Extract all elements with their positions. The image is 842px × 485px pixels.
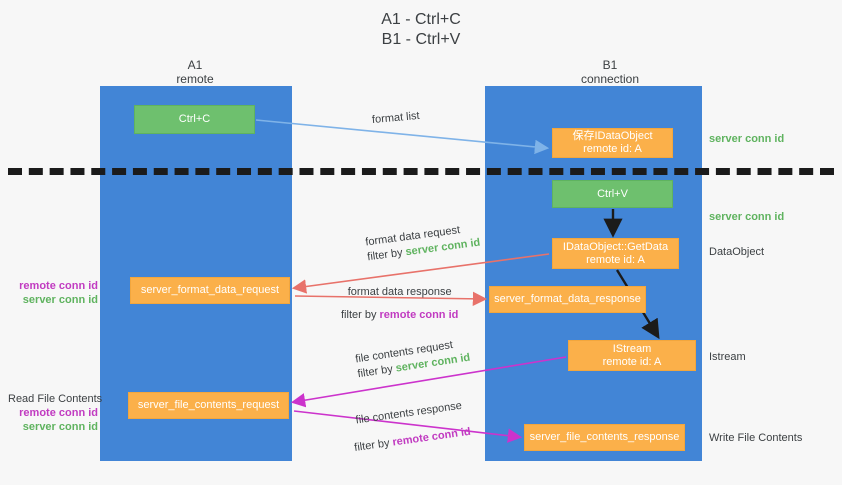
node-save-idataobject[interactable]: 保存IDataObject remote id: A <box>552 128 673 158</box>
label-read-file-contents: Read File Contents <box>8 393 103 405</box>
annotation-filter-prefix-1: filter by <box>366 246 407 264</box>
label-remote-conn-id-1: remote conn id <box>19 280 98 292</box>
annotation-filter-value-2: remote conn id <box>379 309 459 321</box>
label-server-conn-id-2: server conn id <box>22 421 98 433</box>
node-ctrl-c-line1: Ctrl+C <box>178 113 211 125</box>
title-line-1: A1 - Ctrl+C <box>381 11 461 28</box>
arrow-format-data-response <box>294 291 488 307</box>
label-server-conn-id-mid: server conn id <box>709 211 785 223</box>
annotation-format-data-response: format data response filter by remote co… <box>341 285 458 323</box>
node-file-contents-response-label: server_file_contents_response <box>529 431 680 443</box>
lane-header-a1: A1 remote <box>125 58 265 86</box>
label-conn-ids-file: Read File Contents remote conn id server… <box>8 392 103 434</box>
node-ctrl-v-line1: Ctrl+V <box>597 187 628 200</box>
node-idataobject-getdata[interactable]: IDataObject::GetData remote id: A <box>552 238 679 269</box>
node-server-format-data-response[interactable]: server_format_data_response <box>489 286 646 313</box>
node-save-idataobject-line2: remote id: A <box>583 143 642 155</box>
label-remote-conn-id-2: remote conn id <box>19 407 98 419</box>
title-line-2: B1 - Ctrl+V <box>381 31 461 48</box>
annotation-format-data-response-text: format data response <box>347 286 452 298</box>
annotation-filter-prefix-4: filter by <box>353 436 394 454</box>
node-ctrl-c[interactable]: Ctrl+C <box>134 105 255 134</box>
label-conn-ids-format: remote conn id server conn id <box>8 279 98 307</box>
node-server-format-data-request[interactable]: server_format_data_request <box>130 277 290 304</box>
node-istream-line1: IStream <box>612 342 652 355</box>
annotation-format-list-text: format list <box>371 109 421 127</box>
label-istream: Istream <box>709 351 746 363</box>
node-server-file-contents-response[interactable]: server_file_contents_response <box>524 424 685 451</box>
node-ctrl-v[interactable]: Ctrl+V <box>552 180 673 208</box>
node-istream[interactable]: IStream remote id: A <box>568 340 696 371</box>
lane-a1-sub: remote <box>176 72 214 86</box>
node-format-data-request-label: server_format_data_request <box>140 284 280 296</box>
page-title: A1 - Ctrl+C B1 - Ctrl+V <box>0 10 842 50</box>
phase-divider <box>8 168 834 175</box>
label-dataobject: DataObject <box>709 246 765 258</box>
node-getdata-line2: remote id: A <box>586 253 645 266</box>
arrow-file-contents-response <box>293 410 523 443</box>
arrow-format-data-request <box>291 253 550 294</box>
lane-a1-name: A1 <box>187 58 203 72</box>
node-server-file-contents-request[interactable]: server_file_contents_request <box>128 392 289 419</box>
node-istream-line2: remote id: A <box>602 355 662 368</box>
arrow-file-contents-request <box>290 356 567 408</box>
node-getdata-line1: IDataObject::GetData <box>562 240 669 253</box>
annotation-filter-prefix-2: filter by <box>341 309 380 321</box>
node-format-data-response-label: server_format_data_response <box>494 293 641 305</box>
lane-b1-name: B1 <box>602 58 618 72</box>
arrow-format-list <box>255 119 550 155</box>
label-server-conn-id-top: server conn id <box>709 133 785 145</box>
annotation-format-data-response-filter: filter by remote conn id <box>341 308 458 323</box>
label-server-conn-id-1: server conn id <box>22 294 98 306</box>
node-file-contents-request-label: server_file_contents_request <box>137 399 280 411</box>
lane-header-b1: B1 connection <box>520 58 700 86</box>
lane-b1-sub: connection <box>580 72 640 86</box>
node-save-idataobject-line1: 保存IDataObject <box>572 130 653 142</box>
label-write-file-contents: Write File Contents <box>709 432 803 444</box>
